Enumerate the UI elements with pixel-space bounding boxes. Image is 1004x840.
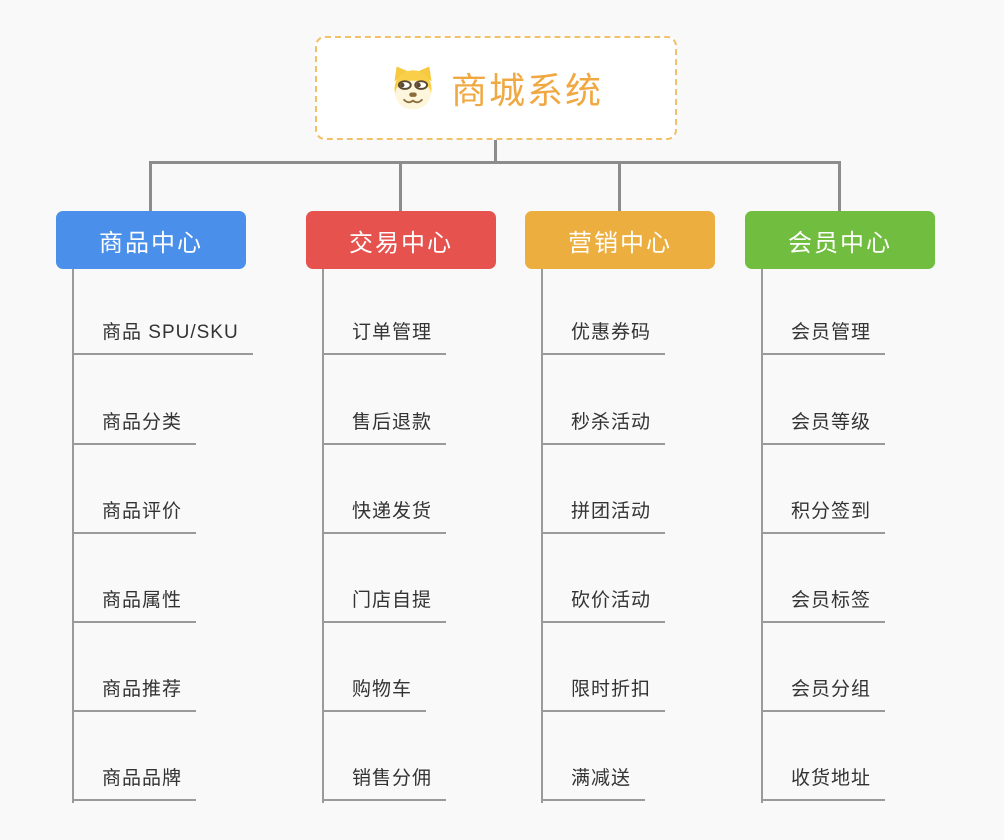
root-node[interactable]: 商城系统: [315, 36, 677, 140]
child-node[interactable]: 优惠券码: [541, 309, 666, 355]
child-node[interactable]: 门店自提: [322, 577, 447, 623]
connector-line: [149, 161, 841, 164]
branch-node-trade-center[interactable]: 交易中心: [306, 211, 496, 269]
child-node[interactable]: 限时折扣: [541, 666, 666, 712]
connector-line: [618, 161, 621, 211]
branch-marketing-center: 营销中心 优惠券码 秒杀活动 拼团活动 砍价活动 限时折扣 满减送: [525, 211, 715, 803]
child-node[interactable]: 砍价活动: [541, 577, 666, 623]
child-node[interactable]: 商品分类: [72, 399, 197, 445]
child-node[interactable]: 商品属性: [72, 577, 197, 623]
child-node[interactable]: 会员等级: [761, 399, 886, 445]
child-node[interactable]: 商品品牌: [72, 755, 197, 801]
branch-member-center: 会员中心 会员管理 会员等级 积分签到 会员标签 会员分组 收货地址: [745, 211, 935, 803]
child-node[interactable]: 售后退款: [322, 399, 447, 445]
child-node[interactable]: 商品推荐: [72, 666, 197, 712]
connector-line: [541, 269, 543, 803]
root-title: 商城系统: [450, 70, 603, 111]
branch-node-member-center[interactable]: 会员中心: [745, 211, 935, 269]
connector-line: [322, 269, 324, 803]
child-node[interactable]: 收货地址: [761, 755, 886, 801]
branch-node-product-center[interactable]: 商品中心: [56, 211, 246, 269]
child-node[interactable]: 满减送: [541, 755, 646, 801]
child-node[interactable]: 订单管理: [322, 309, 447, 355]
connector-line: [761, 269, 763, 803]
connector-line: [494, 140, 497, 164]
connector-line: [72, 269, 74, 803]
branch-product-center: 商品中心 商品 SPU/SKU 商品分类 商品评价 商品属性 商品推荐 商品品牌: [56, 211, 253, 803]
child-node[interactable]: 商品 SPU/SKU: [72, 309, 253, 355]
doge-icon: [389, 65, 437, 111]
child-node[interactable]: 拼团活动: [541, 488, 666, 534]
child-node[interactable]: 购物车: [322, 666, 427, 712]
branch-trade-center: 交易中心 订单管理 售后退款 快递发货 门店自提 购物车 销售分佣: [306, 211, 496, 803]
child-node[interactable]: 会员管理: [761, 309, 886, 355]
child-node[interactable]: 会员分组: [761, 666, 886, 712]
child-node[interactable]: 会员标签: [761, 577, 886, 623]
child-node[interactable]: 快递发货: [322, 488, 447, 534]
child-node[interactable]: 商品评价: [72, 488, 197, 534]
connector-line: [838, 161, 841, 211]
connector-line: [149, 161, 152, 211]
branch-node-marketing-center[interactable]: 营销中心: [525, 211, 715, 269]
child-node[interactable]: 积分签到: [761, 488, 886, 534]
child-node[interactable]: 秒杀活动: [541, 399, 666, 445]
child-node[interactable]: 销售分佣: [322, 755, 447, 801]
connector-line: [399, 161, 402, 211]
